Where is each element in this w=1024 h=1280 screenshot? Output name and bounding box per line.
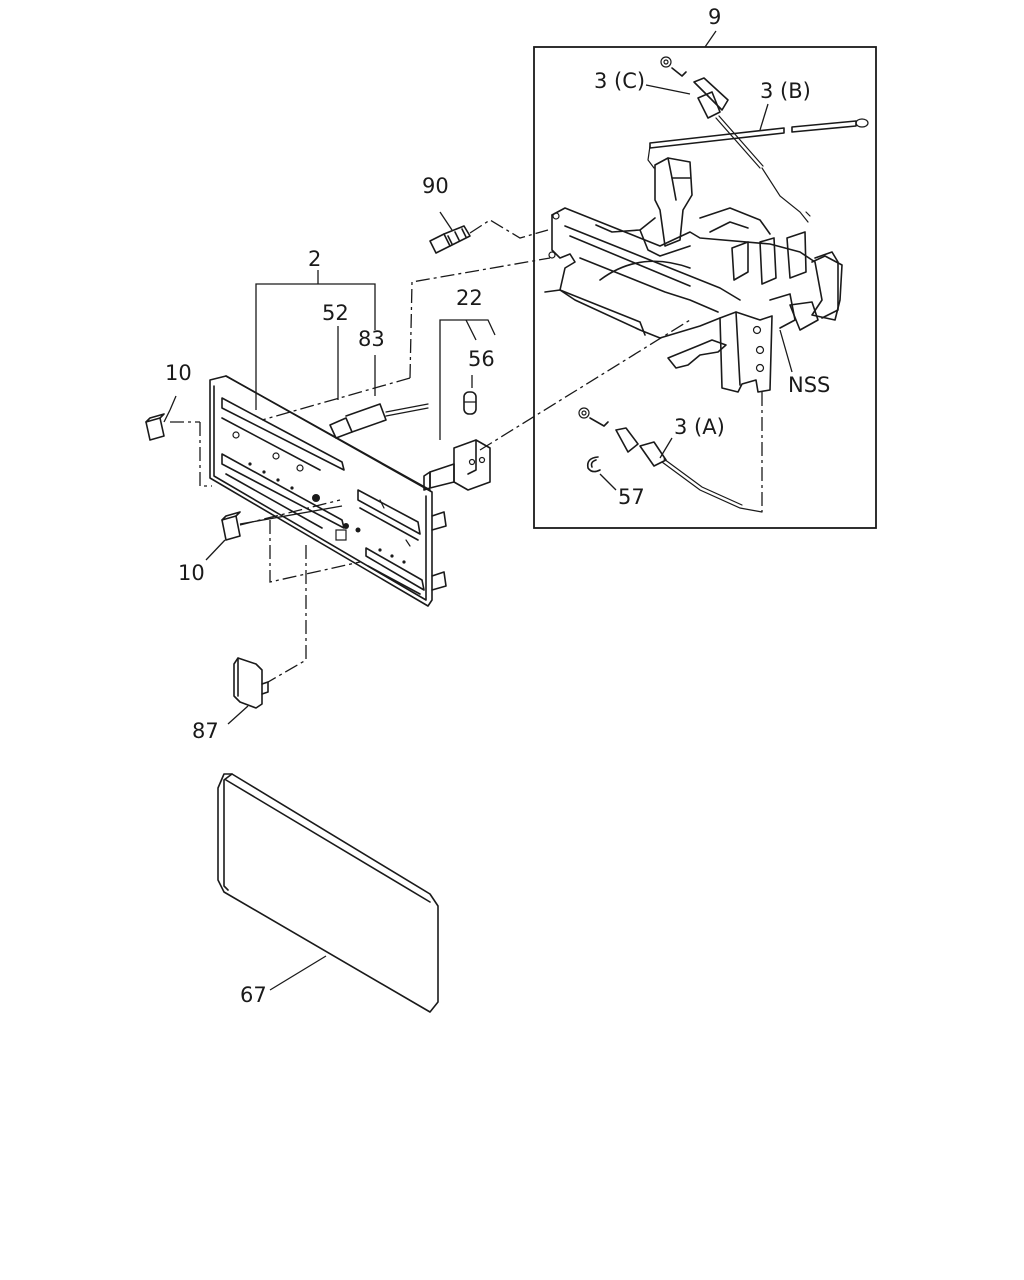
callout-2: 2	[308, 247, 321, 271]
cable-3b	[647, 118, 869, 169]
callout-10-bottom: 10	[178, 561, 205, 585]
bulb-socket-52-83	[329, 403, 429, 439]
assembly-guides	[170, 219, 763, 683]
cable-3a	[578, 407, 763, 513]
callout-10-top: 10	[165, 361, 192, 385]
callout-nss: NSS	[788, 373, 830, 397]
callout-labels: 9 3 (C) 3 (B) 90 2 52 83 22 56 10 10 NSS…	[165, 5, 830, 1007]
bracket-2	[255, 270, 376, 410]
callout-22: 22	[456, 286, 483, 310]
callout-90: 90	[422, 174, 449, 198]
cap-87	[227, 657, 269, 725]
bolt-90	[429, 211, 471, 254]
callout-3a: 3 (A)	[674, 415, 725, 439]
switch-22	[423, 319, 496, 491]
knob-10-bottom	[205, 505, 343, 561]
callout-3c: 3 (C)	[594, 69, 645, 93]
callout-9: 9	[708, 5, 721, 29]
callout-57: 57	[618, 485, 645, 509]
leader-9	[704, 30, 717, 48]
callout-83: 83	[358, 327, 385, 351]
callout-67: 67	[240, 983, 267, 1007]
callout-leaders	[599, 84, 793, 491]
clip-57	[586, 456, 601, 473]
assembly-box	[533, 46, 877, 529]
control-panel-face	[209, 375, 447, 607]
knob-10-top	[145, 395, 177, 441]
callout-56: 56	[468, 347, 495, 371]
callout-52: 52	[322, 301, 349, 325]
control-assembly-group	[533, 30, 877, 529]
callout-87: 87	[192, 719, 219, 743]
cable-3c	[660, 56, 811, 223]
display-lens-67	[217, 773, 439, 1013]
callout-3b: 3 (B)	[760, 79, 811, 103]
control-base-housing	[544, 157, 843, 393]
